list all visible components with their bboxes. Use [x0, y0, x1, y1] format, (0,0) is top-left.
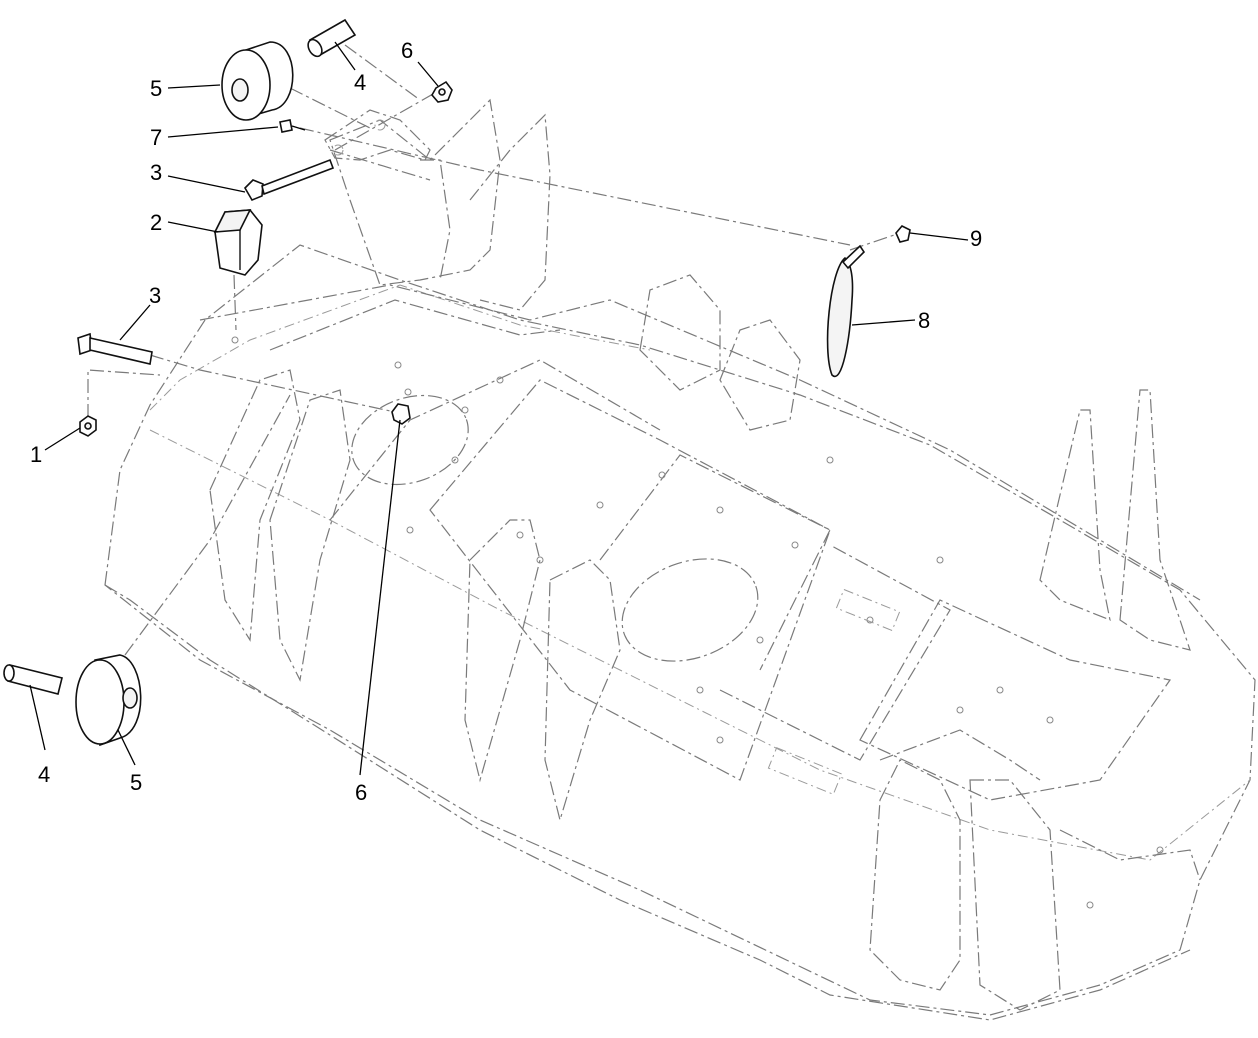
- callout-9: 9: [970, 226, 982, 251]
- upper-spacer-tube: [307, 18, 357, 58]
- callout-2: 2: [150, 210, 162, 235]
- callout-labels: 5 4 6 7 3 2 3 1 9 8 6 4 5: [30, 38, 982, 805]
- callout-8: 8: [918, 308, 930, 333]
- callout-6-lower: 6: [355, 780, 367, 805]
- lower-lock-nut: [391, 403, 411, 425]
- bumper-pad: [213, 209, 263, 276]
- callout-4-lower: 4: [38, 762, 50, 787]
- callout-3-top: 3: [150, 160, 162, 185]
- mower-deck: [104, 98, 1256, 1021]
- lower-bolt: [77, 332, 153, 365]
- upper-roller: [221, 41, 294, 121]
- upper-bolt: [243, 158, 335, 201]
- lower-roller: [75, 654, 142, 747]
- pivot-bracket: [324, 109, 431, 161]
- hex-nut: [79, 415, 97, 437]
- callout-5-top: 5: [150, 76, 162, 101]
- callout-5-lower: 5: [130, 770, 142, 795]
- small-nut: [895, 225, 911, 243]
- callout-6-top: 6: [401, 38, 413, 63]
- callout-4-top: 4: [354, 70, 366, 95]
- upper-lock-nut: [431, 80, 453, 103]
- lanyard-loop: [826, 244, 866, 378]
- leader-lines: [29, 41, 969, 776]
- small-screw: [279, 119, 306, 133]
- callout-7: 7: [150, 125, 162, 150]
- lower-spacer-tube: [3, 664, 63, 695]
- callout-3-lower: 3: [149, 283, 161, 308]
- callout-1: 1: [30, 442, 42, 467]
- assembly-lines: [87, 44, 901, 656]
